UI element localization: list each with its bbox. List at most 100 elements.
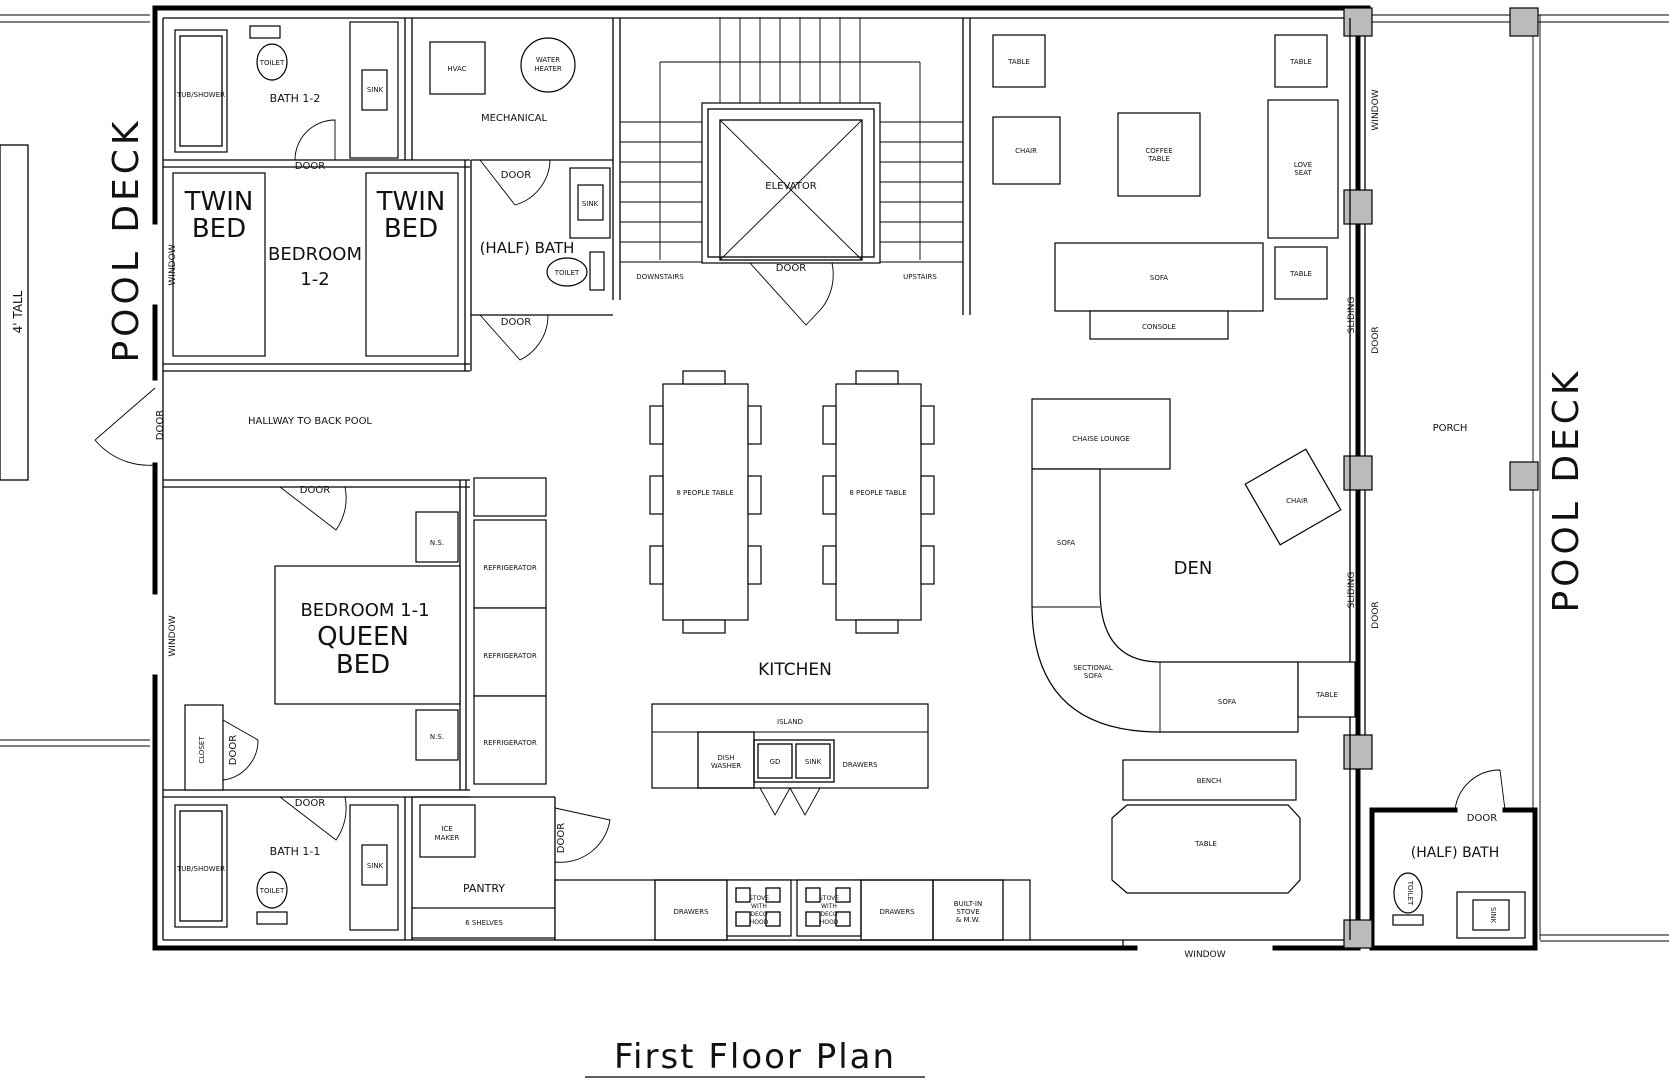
table-top-right-label: TABLE (1289, 58, 1312, 66)
interior-walls (163, 18, 1351, 940)
closet-label: CLOSET (198, 736, 206, 764)
stove-right-line2: WITH (821, 903, 837, 910)
sectional-sofa-line2: SOFA (1084, 672, 1102, 680)
sofa-den-bottom-label: SOFA (1218, 698, 1236, 706)
door-label-bath-1-1: DOOR (295, 798, 325, 809)
bath-1-1: DOOR TUB/SHOWER BATH 1-1 TOILET SINK (174, 796, 399, 931)
half-bath-right-label: (HALF) BATH (1411, 845, 1500, 861)
pantry: ICE MAKER PANTRY 6 SHELVES DOOR (411, 804, 611, 939)
table-top-left-label: TABLE (1007, 58, 1030, 66)
nightstand-bottom-label: N.S. (430, 733, 444, 741)
bedroom-1-2-line1: BEDROOM (268, 244, 362, 265)
stove-left-line3: DECO (750, 911, 768, 918)
table-8-right-label: 8 PEOPLE TABLE (849, 489, 906, 497)
door-label-closet: DOOR (228, 735, 239, 765)
queen-bed-line1: QUEEN (317, 622, 409, 652)
chair-top-label: CHAIR (1015, 147, 1037, 155)
console-label: CONSOLE (1142, 323, 1176, 331)
four-tall-label: 4' TALL (11, 290, 25, 333)
twin-bed-right-line1: TWIN (376, 187, 446, 217)
bath-1-2-label: BATH 1-2 (270, 92, 321, 105)
love-seat-line2: SEAT (1294, 169, 1312, 177)
tub-shower-label: TUB/SHOWER (176, 91, 225, 99)
sink-label-1-1: SINK (367, 862, 384, 870)
toilet-label-half-bath: TOILET (554, 269, 580, 277)
toilet-label-1-1: TOILET (259, 887, 285, 895)
dining-table-left: 8 PEOPLE TABLE (649, 370, 762, 634)
window-label-left-bottom: WINDOW (168, 615, 178, 656)
dish-washer-line2: WASHER (711, 762, 741, 770)
stove-right-line3: DECO (820, 911, 838, 918)
dining-table-right: 8 PEOPLE TABLE (822, 370, 935, 634)
gd-label: GD (770, 758, 781, 766)
twin-bed-left-line1: TWIN (184, 187, 254, 217)
bench-table: BENCH TABLE WINDOW (1111, 759, 1301, 960)
downstairs-label: DOWNSTAIRS (636, 273, 684, 281)
chair-den-label: CHAIR (1286, 497, 1308, 505)
right-wall-openings: WINDOW SLIDING DOOR SLIDING DOOR (1347, 36, 1381, 735)
toilet-label: TOILET (259, 59, 285, 67)
bedroom-1-1: DOOR BEDROOM 1-1 QUEEN BED N.S. N.S. WIN… (168, 485, 461, 791)
elevator: ELEVATOR DOOR (701, 102, 881, 326)
sink-label: SINK (367, 86, 384, 94)
twin-bed-left-line2: BED (192, 214, 246, 244)
island-sink-label: SINK (805, 758, 822, 766)
pool-deck-left-label: POOL DECK (106, 117, 147, 362)
counter-drawers-right-label: DRAWERS (879, 908, 915, 916)
nightstand-top-label: N.S. (430, 539, 444, 547)
hvac-label: HVAC (447, 65, 466, 73)
water-heater-line2: HEATER (534, 65, 562, 73)
builtin-line3: & M.W. (956, 916, 980, 924)
mechanical-label: MECHANICAL (481, 113, 548, 124)
hallway-label: HALLWAY TO BACK POOL (248, 416, 372, 427)
table-8-left-label: 8 PEOPLE TABLE (676, 489, 733, 497)
stove-right-line4: HOOD (820, 919, 839, 926)
sliding-label-bottom: SLIDING (1347, 572, 1357, 609)
water-heater-line1: WATER (536, 56, 560, 64)
plan-title-text: First Floor Plan (614, 1037, 896, 1077)
bath-1-2: TUB/SHOWER TOILET BATH 1-2 SINK DOOR (174, 21, 399, 172)
exterior-walls (152, 5, 1538, 951)
columns (1343, 7, 1539, 949)
door-label-hallway: DOOR (155, 410, 166, 440)
counter-drawers-left-label: DRAWERS (673, 908, 709, 916)
twin-bed-right-line2: BED (384, 214, 438, 244)
bedroom-1-2-line2: 1-2 (300, 269, 329, 290)
sectional-sofa-line1: SECTIONAL (1073, 664, 1113, 672)
bedroom-1-1-label: BEDROOM 1-1 (300, 600, 429, 621)
island-label: ISLAND (777, 718, 803, 726)
window-label-bottom: WINDOW (1184, 950, 1225, 960)
refrigerators: REFRIGERATOR REFRIGERATOR REFRIGERATOR (473, 477, 547, 785)
bench-label: BENCH (1197, 777, 1222, 785)
door-label-mechanical: DOOR (501, 170, 531, 181)
chaise-lounge-label: CHAISE LOUNGE (1072, 435, 1129, 443)
sofa-top-label: SOFA (1150, 274, 1168, 282)
bath-1-1-label: BATH 1-1 (270, 845, 321, 858)
sink-label-right: SINK (1489, 907, 1497, 924)
kitchen-counter: DRAWERS STOVE WITH DECO HOOD STOVE WITH … (554, 879, 1031, 941)
refrigerator-3-label: REFRIGERATOR (483, 739, 537, 747)
builtin-line2: STOVE (956, 908, 979, 916)
door-label-bedroom-1-1: DOOR (300, 485, 330, 496)
stove-left-line1: STOVE (749, 895, 769, 902)
tub-shower-label-1-1: TUB/SHOWER (176, 865, 225, 873)
table-mid-right-label: TABLE (1289, 270, 1312, 278)
ice-maker-line1: ICE (441, 825, 452, 833)
door-label-sliding-bottom: DOOR (1371, 601, 1381, 628)
toilet-label-right: TOILET (1406, 880, 1414, 906)
sliding-label-top: SLIDING (1347, 297, 1357, 334)
coffee-table-line2: TABLE (1147, 155, 1170, 163)
porch-label: PORCH (1433, 423, 1468, 434)
pantry-label: PANTRY (463, 882, 505, 895)
queen-bed-line2: BED (336, 650, 390, 680)
refrigerator-1-label: REFRIGERATOR (483, 564, 537, 572)
stove-left-line4: HOOD (750, 919, 769, 926)
door-label-pantry: DOOR (556, 823, 567, 853)
den-label: DEN (1174, 558, 1213, 579)
door-label-elevator: DOOR (776, 263, 806, 274)
door-label: DOOR (295, 161, 325, 172)
sofa-den-left-label: SOFA (1057, 539, 1075, 547)
elevator-label: ELEVATOR (765, 181, 816, 192)
table-bottom-label: TABLE (1194, 840, 1217, 848)
